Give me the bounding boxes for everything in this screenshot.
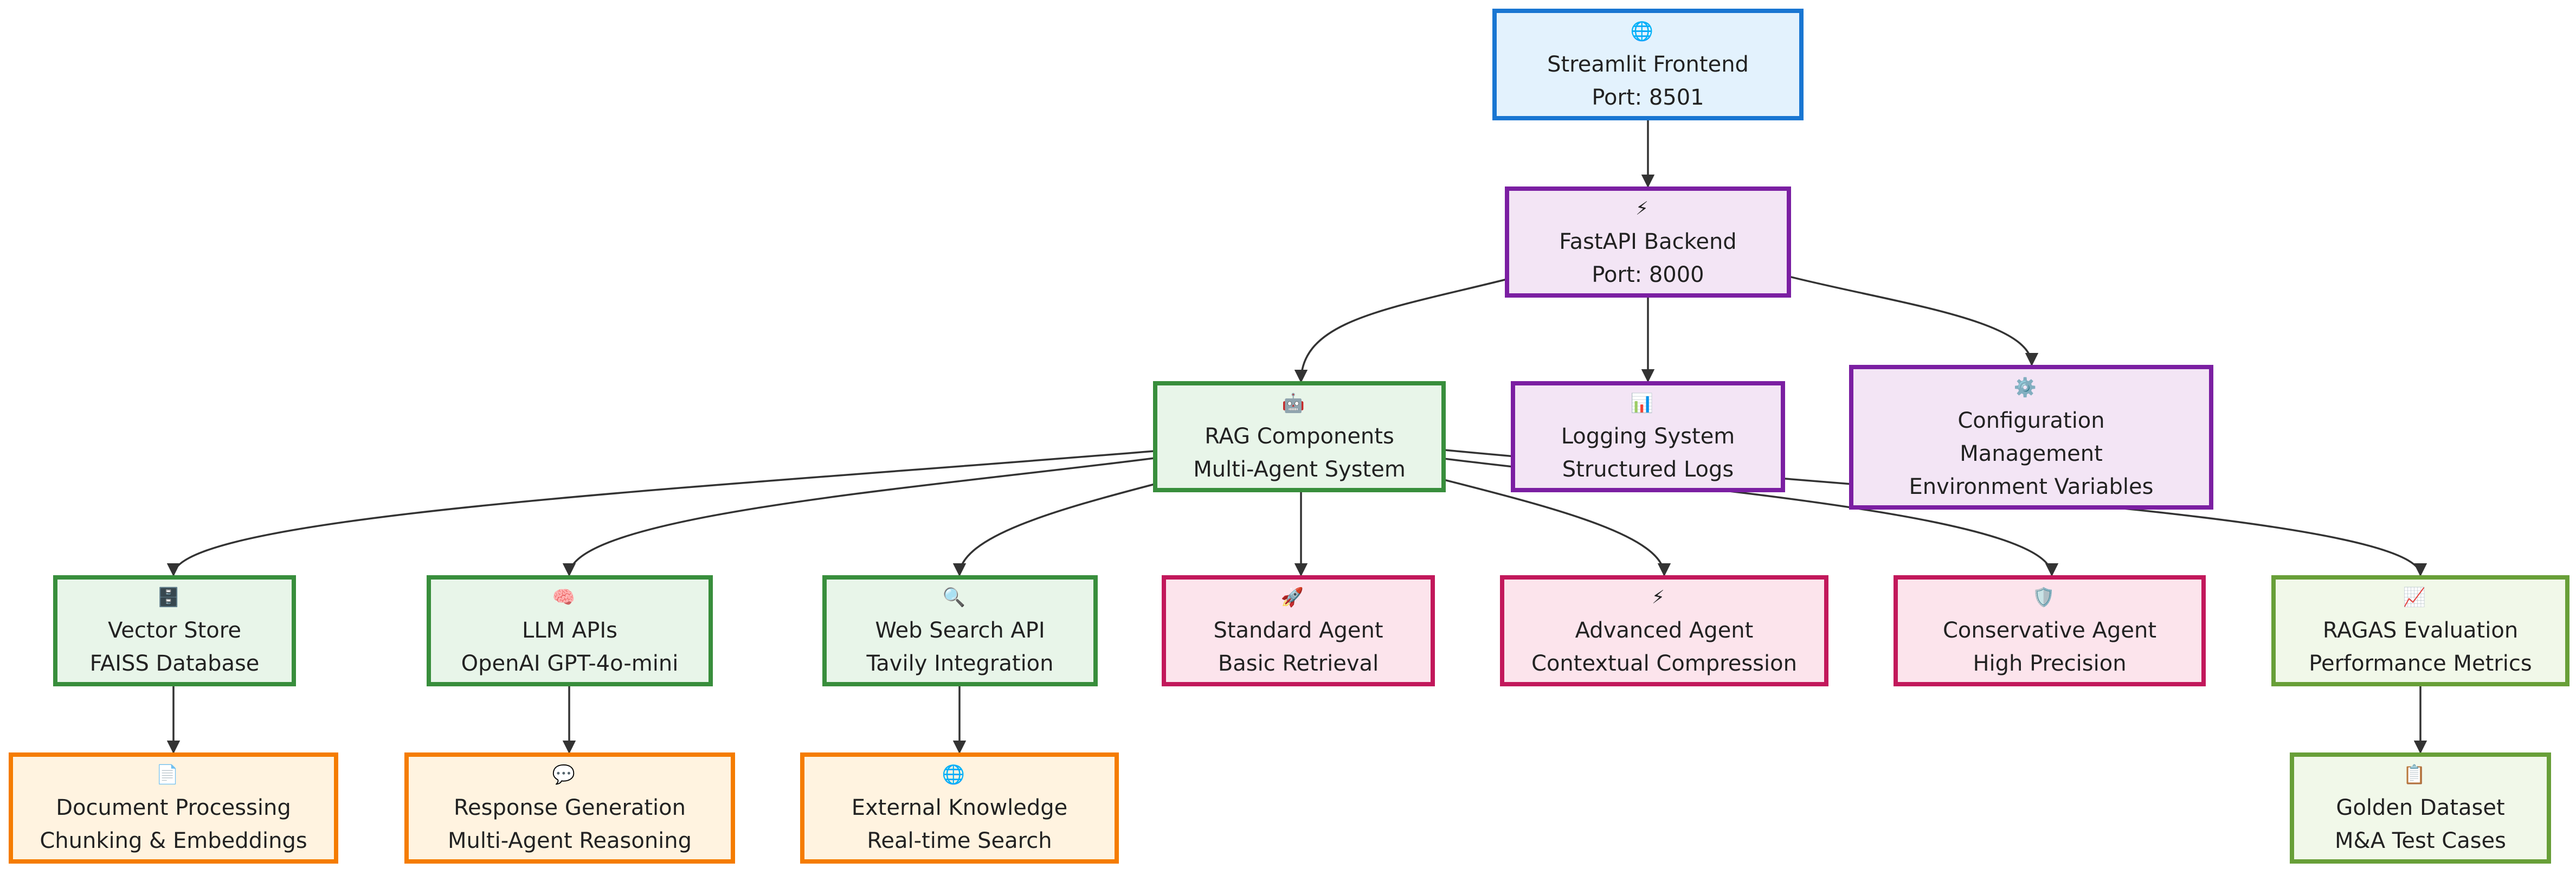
node-subtitle: Structured Logs	[1562, 457, 1734, 482]
node-subtitle: M&A Test Cases	[2335, 828, 2506, 853]
edge-backend-config	[1788, 275, 2039, 366]
streamlit-frontend-node: 🌐 Streamlit Frontend Port: 8501	[1492, 9, 1804, 120]
advanced-agent-node: ⚡ Advanced Agent Contextual Compression	[1500, 575, 1828, 686]
llm-apis-node: 🧠 LLM APIs OpenAI GPT-4o-mini	[427, 575, 713, 686]
node-title: Response Generation	[454, 795, 686, 820]
node-subtitle: Chunking & Embeddings	[40, 828, 307, 853]
node-subtitle: Tavily Integration	[866, 651, 1054, 676]
globe-icon: 🌐	[942, 764, 965, 786]
golden-dataset-node: 📋 Golden Dataset M&A Test Cases	[2290, 752, 2551, 864]
response-generation-node: 💬 Response Generation Multi-Agent Reasoni…	[404, 752, 735, 864]
node-title: FastAPI Backend	[1559, 229, 1737, 254]
node-title: LLM APIs	[522, 618, 617, 643]
globe-icon: 🌐	[1630, 20, 1654, 42]
node-title: Streamlit Frontend	[1547, 52, 1749, 77]
edge-rag-advanced	[1444, 479, 1671, 577]
lightning-icon: ⚡	[1635, 198, 1648, 220]
external-knowledge-node: 🌐 External Knowledge Real-time Search	[800, 752, 1119, 864]
logging-system-node: 📊 Logging System Structured Logs	[1511, 381, 1785, 492]
conservative-agent-node: 🛡️ Conservative Agent High Precision	[1894, 575, 2206, 686]
node-subtitle: High Precision	[1973, 651, 2127, 676]
node-title: Conservative Agent	[1942, 618, 2157, 643]
node-title: External Knowledge	[851, 795, 1068, 820]
node-title: Configuration	[1957, 408, 2105, 433]
node-title: RAG Components	[1205, 424, 1394, 449]
node-subtitle: Contextual Compression	[1531, 651, 1797, 676]
node-title: Logging System	[1561, 424, 1735, 449]
node-subtitle: Multi-Agent Reasoning	[447, 828, 692, 853]
brain-icon: 🧠	[552, 587, 576, 608]
node-subtitle: Real-time Search	[867, 828, 1052, 853]
node-title: Golden Dataset	[2336, 795, 2505, 820]
edge-rag-websearch	[952, 483, 1155, 577]
gear-icon: ⚙️	[2013, 376, 2037, 398]
trend-chart-icon: 📈	[2403, 587, 2426, 608]
file-cabinet-icon: 🗄️	[157, 587, 181, 608]
node-title: Vector Store	[108, 618, 241, 643]
edge-rag-llm	[562, 457, 1155, 577]
rocket-icon: 🚀	[1280, 587, 1304, 608]
robot-icon: 🤖	[1281, 393, 1305, 414]
node-subtitle: Performance Metrics	[2309, 651, 2532, 676]
node-subtitle: FAISS Database	[89, 651, 260, 676]
fastapi-backend-node: ⚡ FastAPI Backend Port: 8000	[1505, 186, 1791, 298]
node-title: Standard Agent	[1213, 618, 1383, 643]
node-title: RAGAS Evaluation	[2322, 618, 2519, 643]
rag-components-node: 🤖 RAG Components Multi-Agent System	[1153, 381, 1446, 492]
document-icon: 📄	[156, 764, 179, 786]
node-title: Document Processing	[56, 795, 291, 820]
speech-bubble-icon: 💬	[552, 764, 576, 786]
edge-rag-vector	[166, 450, 1155, 577]
vector-store-node: 🗄️ Vector Store FAISS Database	[53, 575, 296, 686]
standard-agent-node: 🚀 Standard Agent Basic Retrieval	[1162, 575, 1435, 686]
edge-backend-rag	[1294, 278, 1508, 383]
ragas-evaluation-node: 📈 RAGAS Evaluation Performance Metrics	[2271, 575, 2569, 686]
clipboard-icon: 📋	[2403, 764, 2426, 786]
node-subtitle: OpenAI GPT-4o-mini	[461, 651, 679, 676]
lightning-icon: ⚡	[1652, 587, 1665, 608]
configuration-management-node: ⚙️ Configuration Management Environment V…	[1849, 365, 2213, 510]
shield-icon: 🛡️	[2032, 587, 2056, 608]
document-processing-node: 📄 Document Processing Chunking & Embeddin…	[9, 752, 338, 864]
node-subtitle: Multi-Agent System	[1193, 457, 1406, 482]
node-subtitle: Management	[1960, 441, 2103, 466]
node-subtitle-2: Environment Variables	[1909, 474, 2154, 499]
node-subtitle: Port: 8501	[1592, 85, 1704, 110]
magnifier-icon: 🔍	[942, 587, 966, 608]
node-subtitle: Port: 8000	[1592, 262, 1704, 287]
web-search-api-node: 🔍 Web Search API Tavily Integration	[822, 575, 1098, 686]
node-subtitle: Basic Retrieval	[1218, 651, 1379, 676]
node-title: Web Search API	[875, 618, 1045, 643]
node-title: Advanced Agent	[1575, 618, 1754, 643]
bar-chart-icon: 📊	[1630, 393, 1654, 414]
